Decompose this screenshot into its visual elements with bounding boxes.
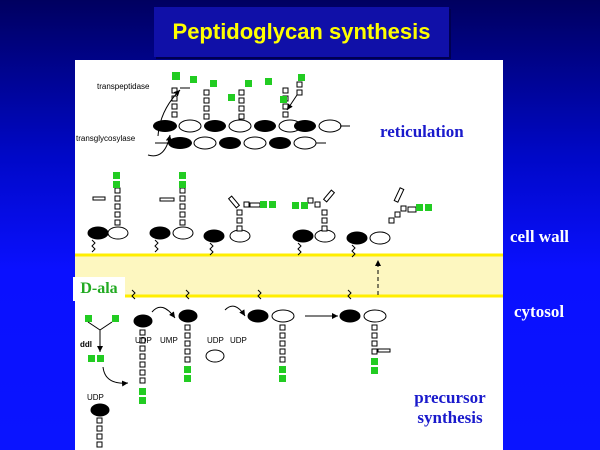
udp-label-1: UDP — [87, 393, 104, 402]
transglycosylase-label: transglycosylase — [76, 134, 136, 143]
precursor-line-1: precursor — [414, 388, 486, 407]
slide-title: Peptidoglycan synthesis — [172, 19, 431, 44]
membrane — [75, 255, 503, 296]
dala-label: D-ala — [73, 277, 125, 301]
mray-arrow — [151, 306, 176, 319]
reticulation-label: reticulation — [380, 122, 464, 141]
precursor-line-2: synthesis — [417, 408, 483, 427]
lipid-ii-units-outer — [87, 172, 432, 258]
reticulated-glycan-strands — [153, 72, 350, 150]
ddl-label: ddl — [80, 340, 92, 349]
cytosol-label: cytosol — [514, 302, 565, 321]
cell-wall-label: cell wall — [510, 227, 570, 246]
udp-label-4: UDP — [230, 336, 247, 345]
title-box: Peptidoglycan synthesis — [154, 7, 449, 57]
murg-arrow — [224, 305, 246, 317]
ump-label: UMP — [160, 336, 178, 345]
lipid-intermediates-inner — [85, 289, 391, 448]
precursor-synthesis-label: precursor synthesis — [400, 388, 500, 428]
transpeptidase-label: transpeptidase — [97, 82, 150, 91]
transglycosylase-arrow — [147, 134, 172, 157]
udp-label-3: UDP — [207, 336, 224, 345]
addition-arrow — [102, 366, 129, 387]
transpeptidase-arrow — [157, 89, 181, 137]
udp-label-2: UDP — [135, 336, 152, 345]
